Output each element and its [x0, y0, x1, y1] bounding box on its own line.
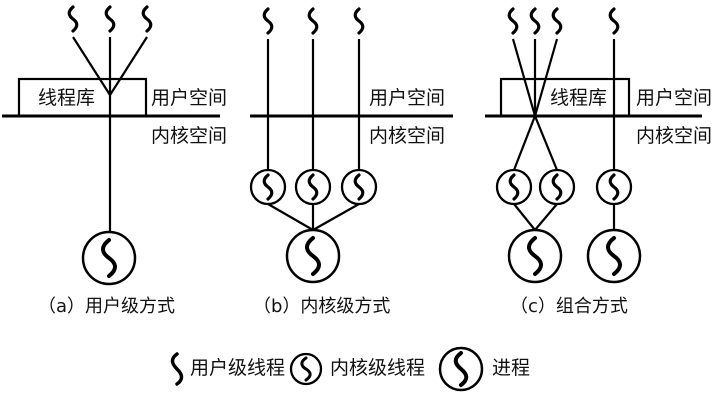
user-thread-icon [307, 7, 319, 35]
connector-line [512, 115, 537, 171]
user-space-label: 用户空间 [636, 87, 712, 109]
panel-a-caption: （a）用户级方式 [38, 296, 176, 317]
legend-kernel-thread-label: 内核级线程 [330, 357, 426, 379]
kernel-space-label: 内核空间 [151, 125, 228, 147]
legend-user-thread-label: 用户级线程 [190, 357, 286, 379]
process-icon [586, 228, 642, 284]
kernel-space-label: 内核空间 [636, 125, 712, 147]
panel-c-caption: （c）组合方式 [510, 296, 628, 317]
user-thread-icon [353, 7, 365, 35]
connector-line [72, 36, 111, 96]
connector-line [533, 115, 559, 171]
kernel-thread-icon [294, 168, 332, 206]
kernel-thread-icon [538, 168, 576, 206]
process-icon [81, 230, 137, 286]
connector-line [513, 203, 536, 231]
legend-process-icon [438, 346, 484, 392]
user-space-label: 用户空间 [151, 87, 228, 109]
legend-kernel-thread-squiggle [300, 356, 312, 382]
user-thread-icon [551, 7, 563, 35]
thread-library-label: 线程库 [38, 87, 96, 109]
kernel-space-label: 内核空间 [369, 125, 446, 147]
user-space-label: 用户空间 [369, 87, 446, 109]
legend-icons [170, 346, 484, 392]
user-thread-icon [262, 7, 274, 35]
legend-user-thread-icon [170, 352, 184, 386]
user-thread-icon [67, 5, 79, 33]
panel-a [2, 5, 220, 286]
panel-c [485, 7, 702, 284]
process-squiggle [305, 236, 321, 276]
process-squiggle [101, 238, 117, 278]
process-squiggle [527, 236, 543, 276]
kernel-thread-icon [595, 168, 633, 206]
connector-line [267, 203, 314, 231]
kernel-thread-icon [249, 168, 287, 206]
user-thread-icon [141, 5, 153, 33]
connector-line [109, 36, 148, 96]
user-thread-icon [608, 7, 620, 35]
legend-process-squiggle [453, 351, 469, 387]
user-thread-icon [104, 5, 116, 33]
legend-kernel-thread-icon [289, 352, 323, 386]
connector-line [533, 38, 559, 117]
user-thread-icon [529, 7, 541, 35]
process-squiggle [606, 236, 622, 276]
panel-b-caption: （b）内核级方式 [253, 296, 391, 317]
process-icon [507, 228, 563, 284]
process-icon [285, 228, 341, 284]
thread-library-label: 线程库 [550, 87, 608, 109]
connector-line [312, 203, 360, 231]
user-thread-icon [507, 7, 519, 35]
panel-b [249, 7, 453, 284]
kernel-thread-icon [340, 168, 378, 206]
connector-line [511, 38, 537, 117]
connector-line [534, 203, 558, 231]
kernel-thread-icon [495, 168, 533, 206]
legend-process-label: 进程 [492, 357, 531, 379]
